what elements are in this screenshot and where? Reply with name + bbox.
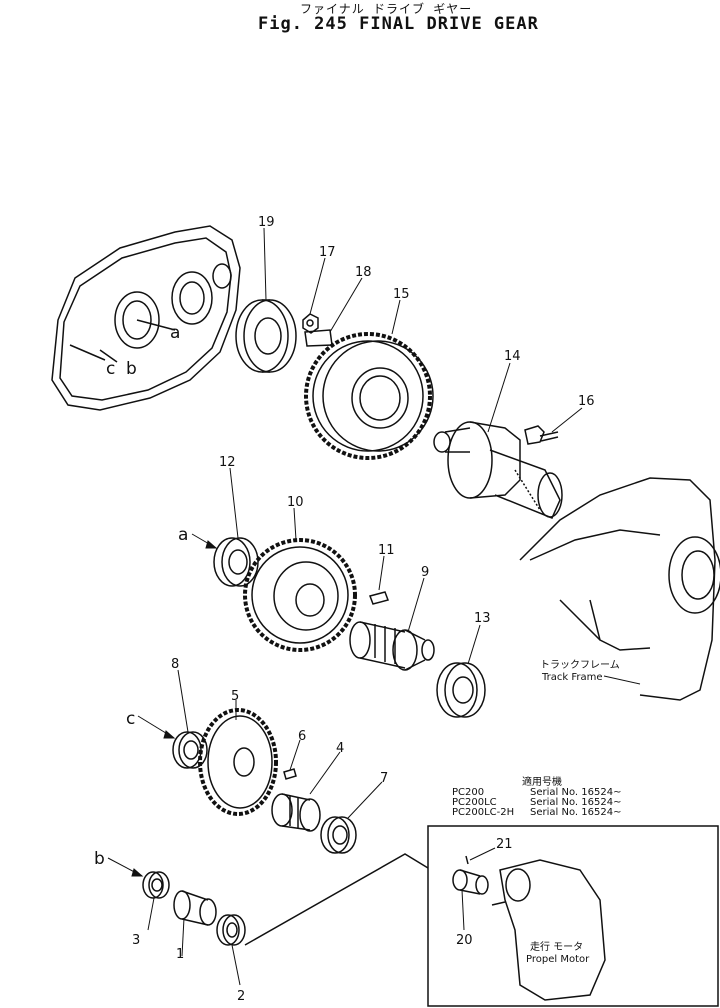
callout-9: 9 xyxy=(421,565,429,580)
callout-19: 19 xyxy=(258,215,275,230)
pinion-1 xyxy=(173,890,217,926)
callout-labels: 1 2 3 4 5 6 7 8 9 10 11 12 13 14 15 16 1… xyxy=(132,215,595,1004)
callout-10: 10 xyxy=(287,495,304,510)
callout-6: 6 xyxy=(298,729,306,744)
model-name: PC200LC xyxy=(452,797,497,808)
bearing-3 xyxy=(142,871,170,899)
letter-a-cover: a xyxy=(170,323,180,343)
propel-motor-inset xyxy=(427,825,719,1007)
callout-14: 14 xyxy=(504,349,521,364)
letter-a: a xyxy=(178,525,188,545)
callout-7: 7 xyxy=(380,771,388,786)
bearing-12 xyxy=(213,537,259,587)
bearing-2 xyxy=(216,914,246,946)
gear-5 xyxy=(198,708,278,816)
pinion-shaft-9 xyxy=(349,621,435,671)
model-name: PC200LC-2H xyxy=(452,807,515,818)
applicability-row: PC200 Serial No. 16524~ xyxy=(452,788,621,798)
callout-5: 5 xyxy=(231,689,239,704)
bearing-7 xyxy=(320,816,357,854)
gear-15 xyxy=(304,332,434,460)
pinion-4 xyxy=(271,793,321,832)
bearing-19 xyxy=(235,299,297,373)
letter-b-cover: b xyxy=(126,359,137,379)
callout-17: 17 xyxy=(319,245,336,260)
bolt-16 xyxy=(524,425,545,445)
propel-motor xyxy=(491,859,606,1001)
hub-14 xyxy=(433,421,563,519)
applicability-header: 適用号機 xyxy=(522,777,562,788)
bearing-8 xyxy=(172,731,208,769)
figure-title: Fig. 245 FINAL DRIVE GEAR xyxy=(258,14,539,34)
callout-20: 20 xyxy=(456,933,473,948)
propel-motor-label: Propel Motor xyxy=(526,954,590,965)
letter-b: b xyxy=(94,849,105,869)
letter-c: c xyxy=(126,709,135,729)
key-6 xyxy=(283,768,297,780)
key-11 xyxy=(369,591,389,605)
serial-number: Serial No. 16524~ xyxy=(530,807,622,818)
coupling-20 xyxy=(452,869,489,895)
serial-number: Serial No. 16524~ xyxy=(530,787,622,798)
callout-1: 1 xyxy=(176,947,184,962)
callout-2: 2 xyxy=(237,989,245,1004)
callout-16: 16 xyxy=(578,394,595,409)
callout-13: 13 xyxy=(474,611,491,626)
applicability-row: PC200LC-2H Serial No. 16524~ xyxy=(452,808,621,818)
case-cover xyxy=(51,225,241,411)
callout-3: 3 xyxy=(132,933,140,948)
callout-15: 15 xyxy=(393,287,410,302)
lock-plate-18 xyxy=(304,329,333,347)
track-frame xyxy=(519,477,720,701)
callout-12: 12 xyxy=(219,455,236,470)
callout-21: 21 xyxy=(496,837,513,852)
callout-8: 8 xyxy=(171,657,179,672)
track-frame-label-jp: トラックフレーム xyxy=(540,659,620,671)
track-frame-label: Track Frame xyxy=(541,672,603,683)
callout-18: 18 xyxy=(355,265,372,280)
callout-4: 4 xyxy=(336,741,344,756)
propel-motor-label-jp: 走行 モータ xyxy=(530,940,583,953)
applicability-row: PC200LC Serial No. 16524~ xyxy=(452,798,621,808)
pin-21 xyxy=(465,855,469,865)
model-name: PC200 xyxy=(452,787,485,798)
reference-letters: a b c a c b xyxy=(94,323,188,869)
serial-number: Serial No. 16524~ xyxy=(530,797,622,808)
gear-10 xyxy=(243,538,357,652)
nut-17 xyxy=(302,313,319,334)
callout-11: 11 xyxy=(378,543,395,558)
letter-c-cover: c xyxy=(106,359,115,379)
bearing-13 xyxy=(436,662,486,718)
title-japanese: ファイナル ドライブ ギヤー xyxy=(300,2,473,16)
